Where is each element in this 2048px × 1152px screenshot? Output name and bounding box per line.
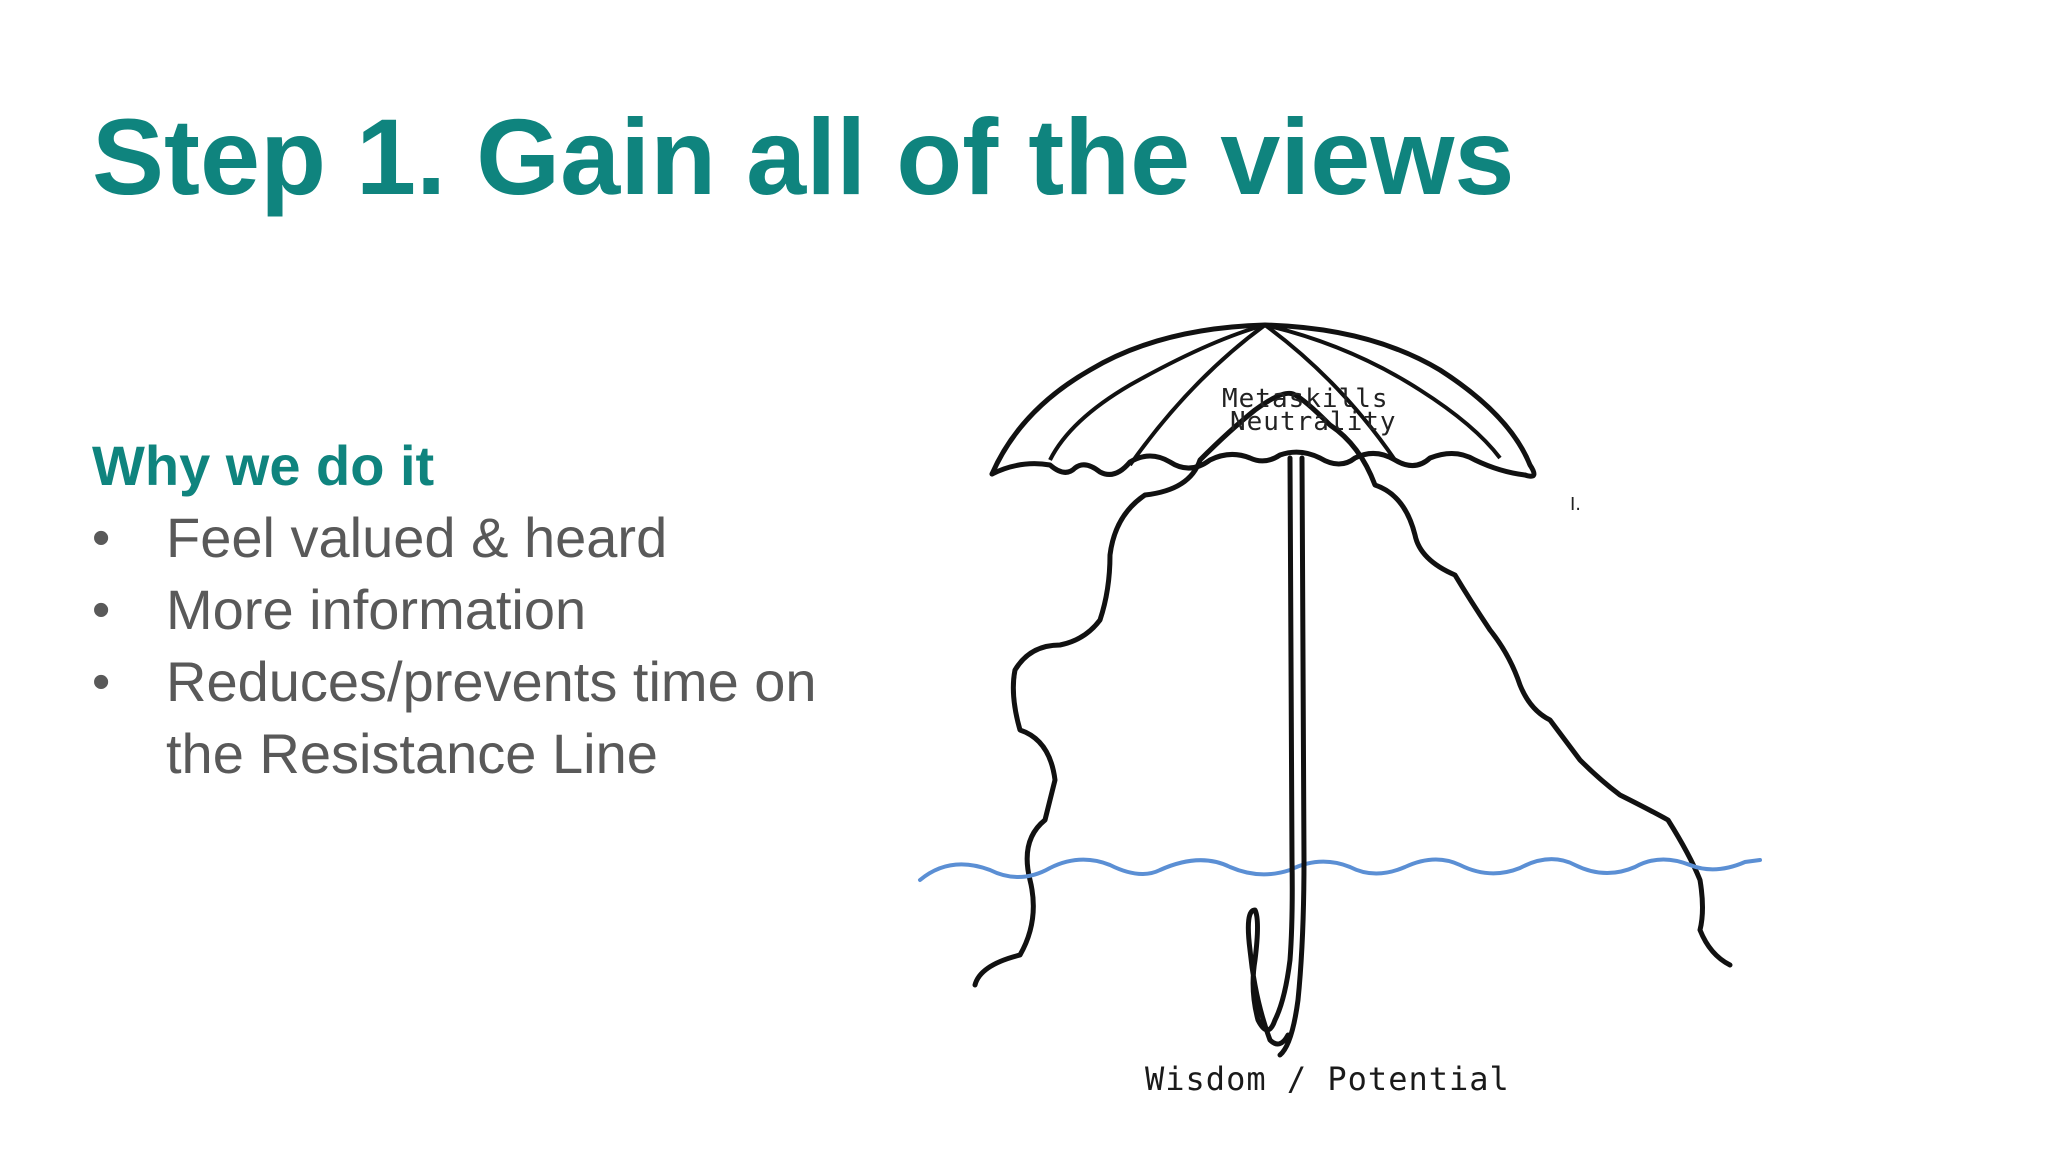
- umbrella-iceberg-illustration: Metaskills Neutrality I. Wisdom / Potent…: [900, 300, 1780, 1120]
- umbrella-canopy: [989, 322, 1537, 479]
- illustration-svg: Metaskills Neutrality I. Wisdom / Potent…: [918, 322, 1762, 1098]
- umbrella-shaft: [1245, 455, 1295, 1047]
- bullet-text: Reduces/prevents time on the Resistance …: [166, 650, 817, 785]
- bullet-text: Feel valued & heard: [166, 506, 668, 569]
- content-block: Why we do it • Feel valued & heard • Mor…: [92, 430, 852, 790]
- bullet-item: • More information: [92, 574, 852, 646]
- bullet-dot-icon: •: [92, 653, 111, 711]
- subheading: Why we do it: [92, 434, 435, 497]
- mountain-outline: [972, 390, 1733, 988]
- bullet-list: • Feel valued & heard • More information…: [92, 502, 852, 790]
- bullet-dot-icon: •: [92, 509, 111, 567]
- slide-title: Step 1. Gain all of the views: [92, 96, 1515, 217]
- umbrella-label-top: Metaskills: [1222, 384, 1389, 414]
- umbrella-rib: [1264, 323, 1502, 460]
- umbrella-rib: [1128, 323, 1267, 467]
- bullet-item: • Feel valued & heard: [92, 502, 852, 574]
- umbrella-rib: [1263, 323, 1397, 462]
- stray-mark: I.: [1570, 494, 1581, 515]
- wisdom-potential-label: Wisdom / Potential: [1145, 1060, 1510, 1098]
- umbrella-rib: [1048, 323, 1266, 461]
- umbrella-shaft-inner: [1277, 455, 1307, 1058]
- water-line: [918, 857, 1762, 882]
- umbrella-label-bottom: Neutrality: [1230, 407, 1397, 437]
- bullet-item: • Reduces/prevents time on the Resistanc…: [92, 646, 852, 790]
- bullet-dot-icon: •: [92, 581, 111, 639]
- umbrella-edge: [989, 449, 1528, 478]
- bullet-text: More information: [166, 578, 587, 641]
